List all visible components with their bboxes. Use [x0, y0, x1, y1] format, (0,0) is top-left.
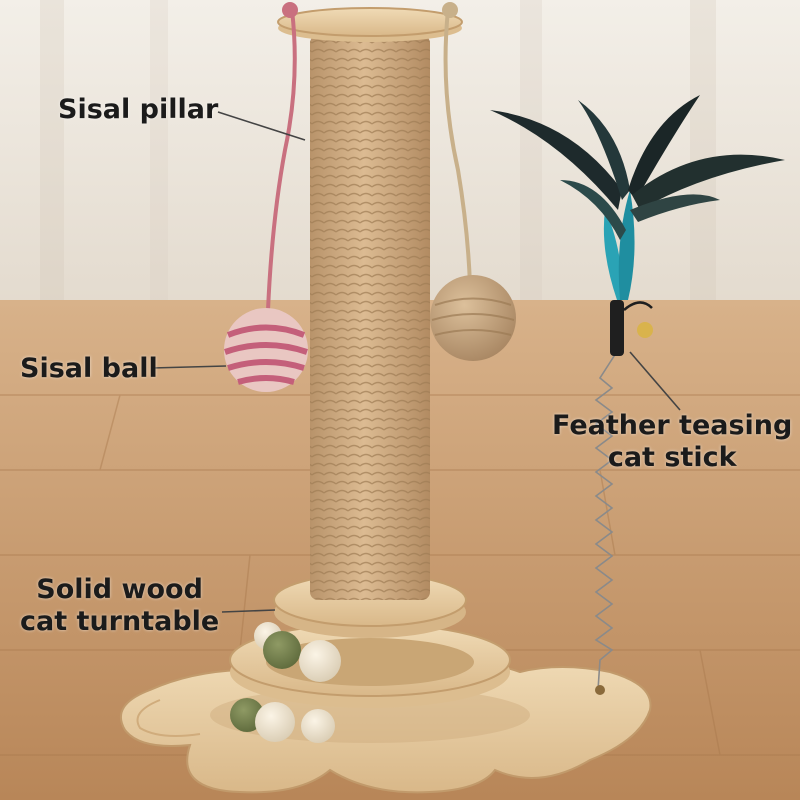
sisal-pillar-label: Sisal pillar: [58, 94, 219, 125]
leader-lines: [151, 111, 681, 613]
turntable-label: Solid wood cat turntable: [20, 574, 220, 637]
track-balls: [230, 622, 341, 743]
sisal-pillar-icon: [277, 7, 463, 600]
sisal-ball-icon: [224, 2, 516, 392]
feather-teaser-icon: [490, 95, 785, 695]
feather-teasing-stick-label: Feather teasing cat stick: [552, 410, 793, 473]
sisal-ball-label: Sisal ball: [20, 353, 158, 384]
